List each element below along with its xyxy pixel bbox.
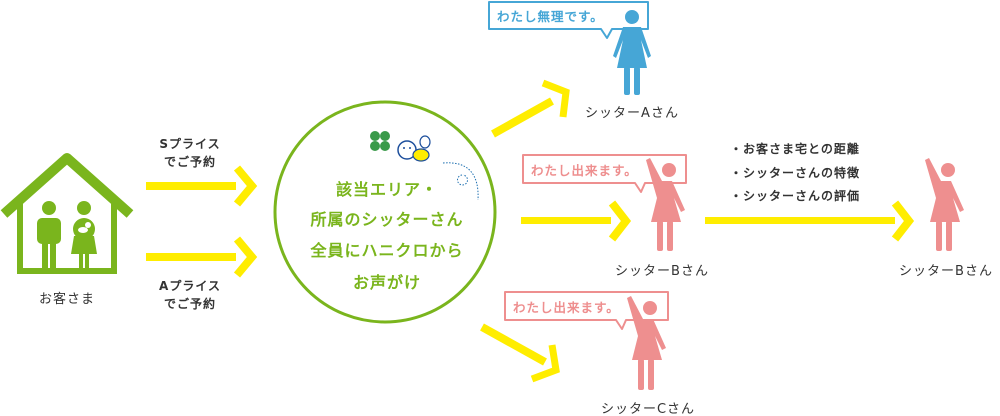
center-line-1: 該当エリア・ — [336, 180, 438, 199]
customer-label: お客さま — [39, 291, 95, 307]
sitter-a-label: シッターAさん — [585, 106, 679, 121]
center-line-4: お声がけ — [353, 273, 421, 292]
bubble-a-text: わたし無理です。 — [497, 9, 604, 24]
center-circle — [273, 100, 497, 324]
arrow-to-sitter-c — [480, 323, 560, 383]
s-price-label: Sプライス — [159, 136, 220, 151]
arrow-to-sitter-b — [521, 200, 632, 242]
criteria-rating: ・シッターさんの評価 — [730, 188, 860, 203]
speech-bubble-b — [522, 154, 687, 193]
speech-bubble-a — [488, 1, 649, 39]
clover-bee-logo-icon — [370, 131, 479, 201]
criteria-distance: ・お客さま宅との距離 — [730, 141, 860, 156]
bubble-c-text: わたし出来ます。 — [513, 300, 620, 315]
woman-figure-blue-icon — [613, 10, 651, 95]
criteria-features: ・シッターさんの特徴 — [730, 165, 860, 180]
a-price-label: Aプライス — [159, 278, 221, 293]
speech-bubble-c — [504, 291, 669, 330]
sitter-c-label: シッターCさん — [601, 402, 695, 416]
arrow-to-sitter-a — [491, 79, 570, 138]
arrow-s-price — [146, 165, 258, 207]
center-line-3: 全員にハニクロから — [309, 241, 463, 260]
house-family-icon — [0, 153, 134, 274]
selected-sitter-label: シッターBさん — [899, 264, 993, 279]
arrow-to-selected-sitter — [705, 200, 915, 242]
s-price-sublabel: でご予約 — [164, 154, 216, 169]
arrow-a-price — [146, 236, 258, 278]
sitter-b-label: シッターBさん — [615, 264, 709, 279]
woman-raising-hand-pink-icon — [627, 296, 666, 390]
bubble-b-text: わたし出来ます。 — [531, 163, 638, 178]
center-line-2: 所属のシッターさん — [310, 210, 463, 229]
woman-raising-hand-pink-icon — [925, 158, 964, 251]
a-price-sublabel: でご予約 — [164, 296, 216, 311]
woman-raising-hand-pink-icon — [646, 158, 685, 251]
